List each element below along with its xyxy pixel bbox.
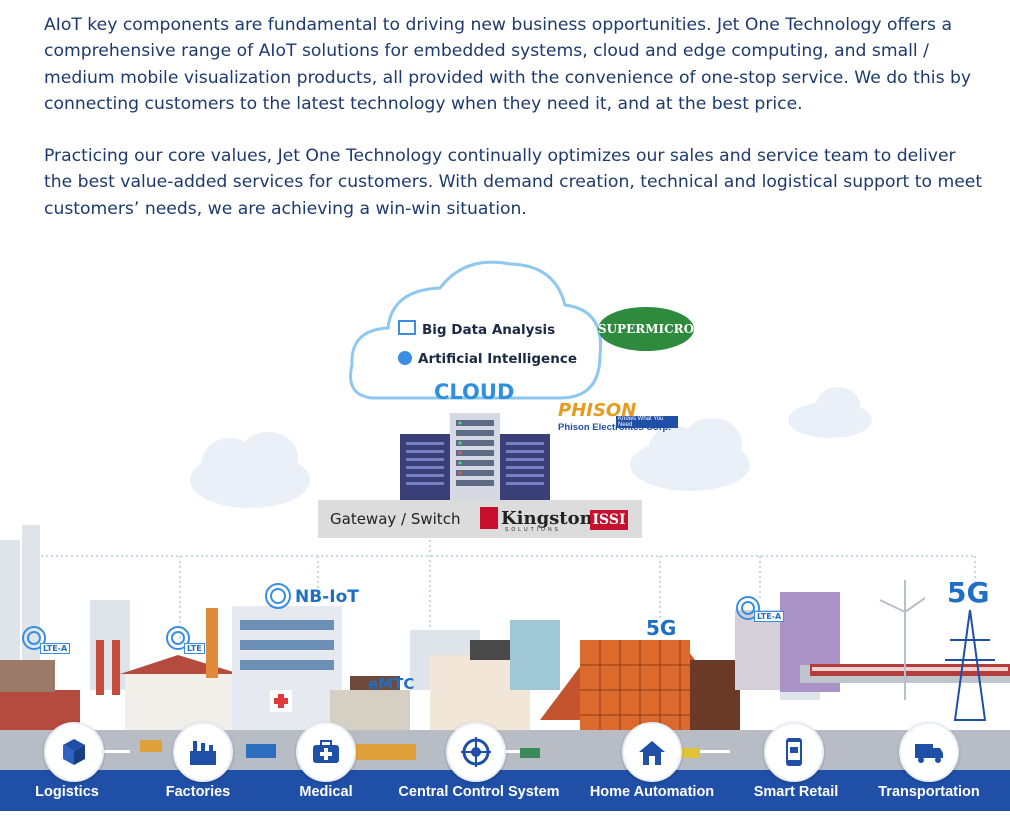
big-data-item: Big Data Analysis [398,320,555,338]
target-icon [461,737,491,767]
kingston-k-icon [480,507,498,529]
lte-a-tag-1: LTE-A [40,643,71,654]
smart-retail-label[interactable]: Smart Retail [753,784,839,800]
kingston-wordmark: Kingston [501,507,593,529]
medical-kit-icon [313,740,339,763]
smart-retail-category[interactable] [764,722,824,782]
server-rack [400,413,550,501]
box-icon [63,739,85,765]
phison-logo: PHISON Knows What You Need Phison Electr… [558,402,678,436]
factories-category[interactable] [173,722,233,782]
central-control-label[interactable]: Central Control System [398,784,560,800]
intro-paragraph-2: Practicing our core values, Jet One Tech… [44,146,983,219]
kingston-sub: SOLUTIONS [505,527,561,533]
phone-cart-icon [786,738,802,766]
background-clouds [190,387,872,508]
truck-icon [915,744,943,763]
main-cloud [349,260,603,400]
category-bar [0,770,1010,811]
ai-label: Artificial Intelligence [418,351,577,367]
phison-tagline: Knows What You Need [616,416,678,428]
cloud-label: CLOUD [434,380,515,404]
intro-paragraph-1: AIoT key components are fundamental to d… [44,15,972,114]
intro-text: AIoT key components are fundamental to d… [44,12,989,248]
nbiot-tag: NB-IoT [295,587,359,607]
home-automation-category[interactable] [622,722,682,782]
phison-subtitle: Phison Electronics Corp. [558,422,671,433]
transportation-label[interactable]: Transportation [878,784,980,800]
medical-category[interactable] [296,722,356,782]
chart-screen-icon [398,320,416,335]
5g-tag-2: 5G [947,576,990,609]
emtc-tag: eMTC [368,675,415,693]
phison-wordmark: PHISON [558,400,637,421]
kingston-logo: Kingston [480,507,593,529]
logistics-label[interactable]: Logistics [35,784,99,800]
ai-head-icon [398,351,412,365]
logistics-category[interactable] [44,722,104,782]
antennas [22,583,760,650]
home-automation-label[interactable]: Home Automation [589,784,715,800]
medical-label[interactable]: Medical [299,784,353,800]
lte-a-tag-2: LTE-A [754,611,785,622]
supermicro-text: SUPERMICRO [597,322,695,336]
factory-icon [190,741,216,765]
issi-logo: ISSI [590,510,628,530]
lte-tag: LTE [184,643,205,654]
gateway-label: Gateway / Switch [330,510,461,528]
transportation-category[interactable] [899,722,959,782]
ai-item: Artificial Intelligence [398,351,577,367]
factories-label[interactable]: Factories [165,784,231,800]
smart-home-icon [639,741,665,765]
city-buildings [0,580,1010,740]
aiot-illustration [0,260,1010,772]
big-data-label: Big Data Analysis [422,322,556,338]
central-control-category[interactable] [446,722,506,782]
5g-tag-1: 5G [646,616,677,640]
vehicles [140,740,700,760]
supermicro-logo: SUPERMICRO [598,307,694,351]
